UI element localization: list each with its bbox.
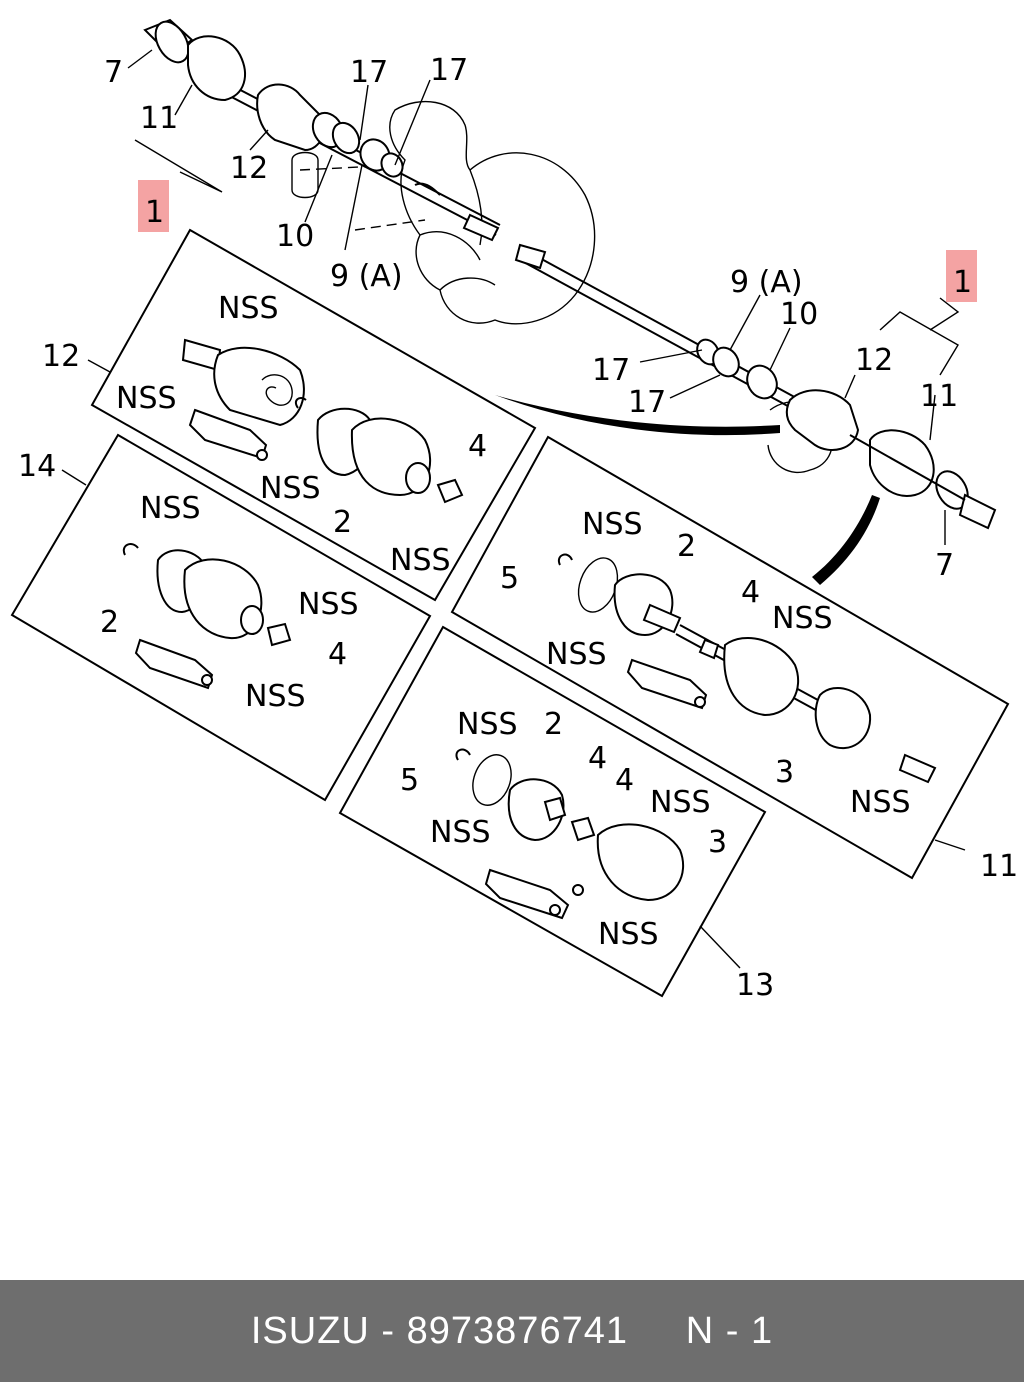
box13-nss-1: NSS (457, 707, 518, 742)
kit-box-11 (450, 435, 1010, 880)
box11-nss-3: NSS (546, 637, 607, 672)
box13-nss-2: NSS (650, 785, 711, 820)
leader-wedge-lower (812, 495, 880, 585)
box14-label: 14 (18, 449, 56, 484)
box11-callout-4: 4 (741, 575, 760, 610)
callout-12-right: 12 (855, 343, 893, 378)
kit-box-14 (10, 433, 432, 802)
box11-nss-4: NSS (850, 785, 911, 820)
box12-nss-3: NSS (260, 471, 321, 506)
box14-nss-2: NSS (298, 587, 359, 622)
footer-page: N - 1 (685, 1309, 774, 1352)
box11-label: 11 (980, 849, 1018, 884)
box11-callout-5: 5 (500, 561, 519, 596)
footer-part-number: 8973876741 (406, 1309, 628, 1352)
callout-1-right: 1 (953, 265, 972, 300)
parts-diagram: 7 11 12 1 10 9 (A) 17 17 9 (A) 1 10 17 1… (10, 18, 1018, 1003)
box13-callout-3: 3 (708, 825, 727, 860)
box14-callout-2: 2 (100, 605, 119, 640)
highlight-marker-right (946, 250, 977, 302)
callout-1-left: 1 (145, 195, 164, 230)
box11-callout-2: 2 (677, 529, 696, 564)
box11-nss-2: NSS (772, 601, 833, 636)
box13-nss-4: NSS (598, 917, 659, 952)
callout-9a-top: 9 (A) (330, 259, 403, 294)
box11-nss-1: NSS (582, 507, 643, 542)
footer-separator: - (369, 1309, 407, 1352)
callout-7-right: 7 (935, 548, 954, 583)
kit-box-13 (338, 625, 767, 998)
box12-nss-1: NSS (218, 291, 279, 326)
box14-callout-4: 4 (328, 637, 347, 672)
highlight-marker-left (138, 180, 169, 232)
footer-bar: ISUZU - 8973876741 N - 1 (0, 1280, 1024, 1382)
left-shaft-assembly (143, 18, 501, 242)
callout-9a-right: 9 (A) (730, 265, 803, 300)
box13-callout-4a: 4 (588, 741, 607, 776)
footer-gap (628, 1310, 686, 1353)
callout-11-right: 11 (920, 379, 958, 414)
footer-brand: ISUZU (250, 1309, 370, 1352)
box14-nss-3: NSS (245, 679, 306, 714)
callout-12-top: 12 (230, 151, 268, 186)
box11-callout-3: 3 (775, 755, 794, 790)
callout-17-c: 17 (592, 353, 630, 388)
callout-17-b: 17 (430, 53, 468, 88)
box13-nss-3: NSS (430, 815, 491, 850)
right-shaft-assembly (514, 243, 997, 530)
box12-nss-4: NSS (390, 543, 451, 578)
box12-nss-2: NSS (116, 381, 177, 416)
leader-lines (61, 49, 966, 969)
box12-label: 12 (42, 339, 80, 374)
callout-17-a: 17 (350, 55, 388, 90)
box13-label: 13 (736, 968, 774, 1003)
callout-10-top: 10 (276, 219, 314, 254)
callout-10-right: 10 (780, 297, 818, 332)
callout-11-top: 11 (140, 101, 178, 136)
kit-box-12 (90, 228, 537, 602)
callout-7-top: 7 (104, 55, 123, 90)
box13-callout-4b: 4 (615, 763, 634, 798)
box12-callout-4: 4 (468, 429, 487, 464)
box14-nss-1: NSS (140, 491, 201, 526)
leader-wedge-upper (495, 395, 780, 436)
box13-callout-5: 5 (400, 763, 419, 798)
box12-callout-2: 2 (333, 505, 352, 540)
callout-17-d: 17 (628, 385, 666, 420)
box13-callout-2: 2 (544, 707, 563, 742)
